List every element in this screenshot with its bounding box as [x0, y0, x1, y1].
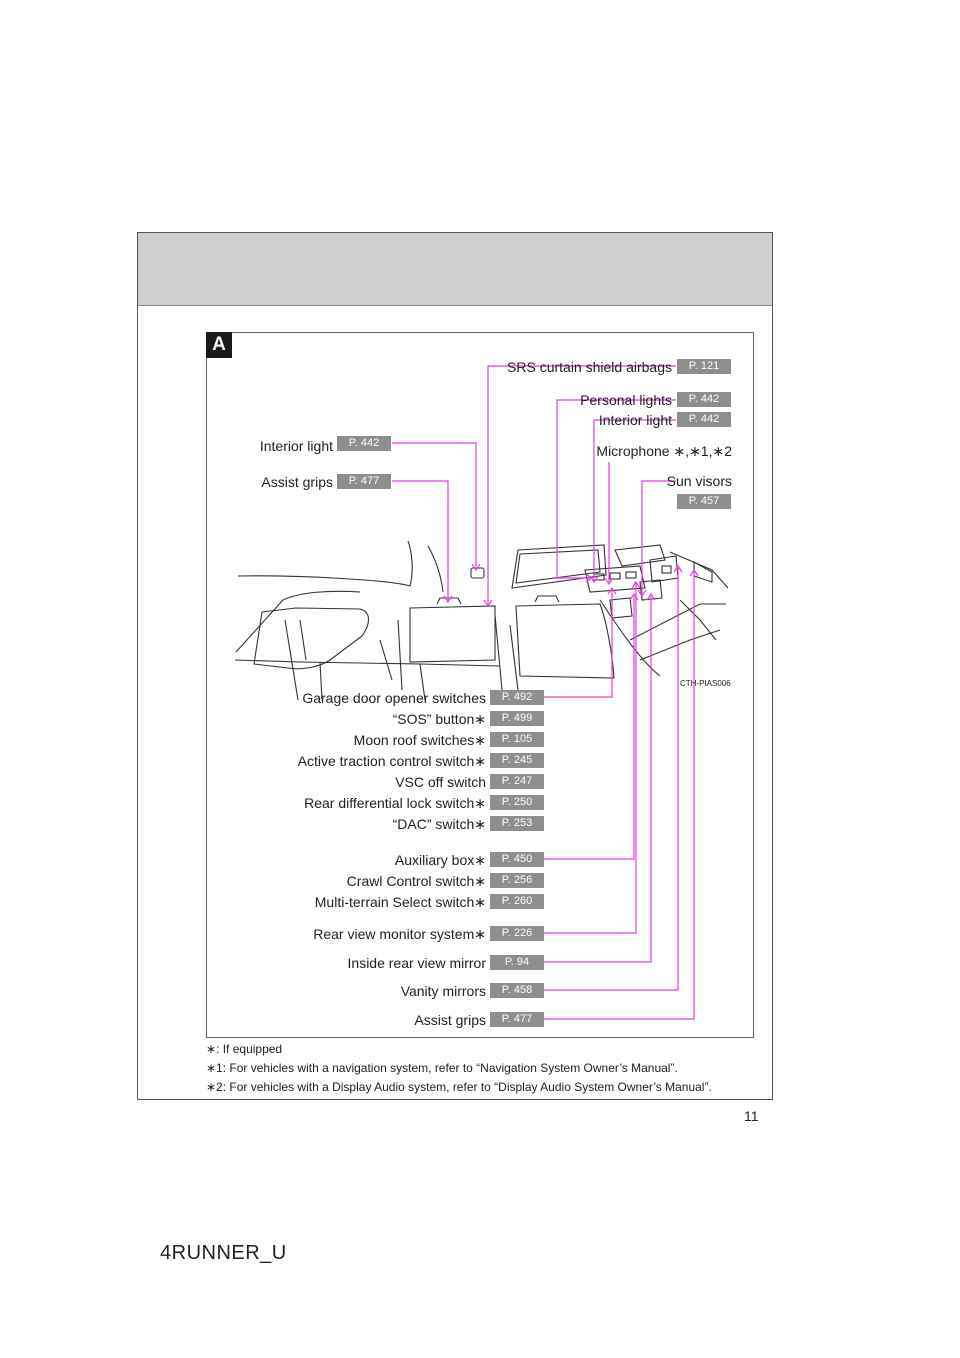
callout-page[interactable]: P. 450	[490, 852, 544, 867]
document-code: 4RUNNER_U	[160, 1242, 287, 1264]
image-code: CTH-PIAS006	[680, 679, 731, 688]
callout-label: Moon roof switches∗	[353, 732, 486, 748]
assist-grips-left-page[interactable]: P. 477	[337, 474, 391, 489]
callout-label: Multi-terrain Select switch∗	[314, 894, 486, 910]
callout-page[interactable]: P. 250	[490, 795, 544, 810]
callout-page[interactable]: P. 245	[490, 753, 544, 768]
callout-label: Auxiliary box∗	[394, 852, 486, 868]
assist-grips-left-label: Assist grips	[261, 474, 333, 490]
callout-page[interactable]: P. 94	[490, 955, 544, 970]
callout-label: Vanity mirrors	[400, 983, 486, 999]
callout-label: Garage door opener switches	[302, 690, 486, 706]
page-frame	[137, 232, 773, 1100]
footnote-display-audio: ∗2: For vehicles with a Display Audio sy…	[206, 1080, 712, 1094]
header-band	[138, 233, 772, 306]
callout-label: Rear view monitor system∗	[313, 926, 486, 942]
callout-label: “SOS” button∗	[392, 711, 486, 727]
interior-light-left-label: Interior light	[259, 438, 333, 454]
srs-airbags-label: SRS curtain shield airbags	[507, 359, 672, 375]
footnote-if-equipped: ∗: If equipped	[206, 1042, 283, 1056]
callout-label: Assist grips	[414, 1012, 486, 1028]
diagram-section	[206, 332, 754, 1038]
callout-page[interactable]: P. 226	[490, 926, 544, 941]
callout-page[interactable]: P. 499	[490, 711, 544, 726]
microphone-label: Microphone ∗,∗1,∗2	[596, 443, 732, 459]
callout-label: Rear differential lock switch∗	[304, 795, 486, 811]
callout-label: Crawl Control switch∗	[346, 873, 486, 889]
callout-label: Inside rear view mirror	[347, 955, 486, 971]
interior-light-right-page[interactable]: P. 442	[677, 412, 731, 427]
personal-lights-label: Personal lights	[580, 392, 672, 408]
sun-visors-label: Sun visors	[666, 473, 732, 489]
callout-page[interactable]: P. 492	[490, 690, 544, 705]
callout-page[interactable]: P. 105	[490, 732, 544, 747]
personal-lights-page[interactable]: P. 442	[677, 392, 731, 407]
callout-label: “DAC” switch∗	[392, 816, 486, 832]
interior-light-left-page[interactable]: P. 442	[337, 436, 391, 451]
callout-page[interactable]: P. 247	[490, 774, 544, 789]
callout-page[interactable]: P. 253	[490, 816, 544, 831]
interior-light-right-label: Interior light	[598, 412, 672, 428]
callout-page[interactable]: P. 256	[490, 873, 544, 888]
srs-airbags-page[interactable]: P. 121	[677, 359, 731, 374]
callout-page[interactable]: P. 477	[490, 1012, 544, 1027]
footnote-navigation: ∗1: For vehicles with a navigation syste…	[206, 1061, 678, 1075]
callout-page[interactable]: P. 458	[490, 983, 544, 998]
sun-visors-page[interactable]: P. 457	[677, 494, 731, 509]
page-number: 11	[744, 1108, 759, 1124]
section-badge: A	[206, 332, 232, 358]
callout-page[interactable]: P. 260	[490, 894, 544, 909]
callout-label: VSC off switch	[395, 774, 486, 790]
callout-label: Active traction control switch∗	[297, 753, 486, 769]
